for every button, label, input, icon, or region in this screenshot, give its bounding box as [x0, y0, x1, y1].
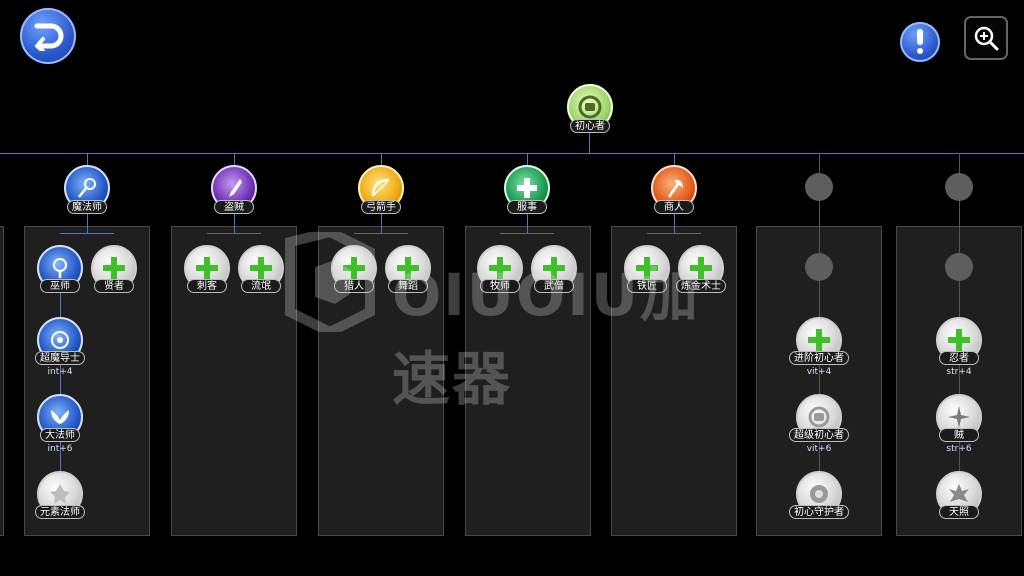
class-label: 超魔导士 [35, 351, 85, 365]
plus-icon [93, 247, 135, 289]
class-label: 魔法师 [67, 200, 107, 214]
class-stat: str+6 [946, 444, 972, 454]
branch-connector [674, 153, 675, 167]
chain-connector [60, 292, 61, 492]
class-label: 初心守护者 [789, 505, 849, 519]
watermark: OIUOIU加速器 [280, 232, 750, 413]
class-label: 进阶初心者 [789, 351, 849, 365]
plus-icon [333, 247, 375, 289]
locked-node [805, 173, 833, 201]
dagger-icon [213, 167, 255, 209]
class-label: 大法师 [40, 428, 80, 442]
sub-connector [527, 212, 528, 234]
branch-connector [381, 153, 382, 167]
bow-icon [360, 167, 402, 209]
class-label: 盗贼 [214, 200, 254, 214]
sub-connector [60, 233, 114, 234]
class-label: 铁匠 [627, 279, 667, 293]
class-label: 武僧 [534, 279, 574, 293]
emblem-icon [798, 396, 840, 438]
class-label: 牧师 [480, 279, 520, 293]
sub-connector [207, 233, 261, 234]
plus-icon [387, 247, 429, 289]
branch-connector [234, 153, 235, 167]
plus-icon [798, 319, 840, 361]
locked-node [945, 173, 973, 201]
locked-node [945, 253, 973, 281]
sub-connector [647, 233, 701, 234]
wings-icon [39, 396, 81, 438]
class-label: 贼 [939, 428, 979, 442]
sub-connector [500, 233, 554, 234]
emblem-icon [39, 319, 81, 361]
root-class-label: 初心者 [570, 119, 610, 133]
class-stat: vit+4 [806, 367, 832, 377]
back-arrow-icon [20, 8, 76, 64]
root-connector [589, 130, 590, 154]
class-label: 商人 [654, 200, 694, 214]
class-label: 忍者 [939, 351, 979, 365]
class-label: 天照 [939, 505, 979, 519]
plus-icon [626, 247, 668, 289]
emblem-icon [39, 473, 81, 515]
branch-connector [527, 153, 528, 167]
class-label: 刺客 [187, 279, 227, 293]
plus-icon [938, 319, 980, 361]
class-stat: int+4 [47, 367, 73, 377]
sub-connector [234, 212, 235, 234]
emblem-icon [938, 473, 980, 515]
class-stat: int+6 [47, 444, 73, 454]
axe-icon [653, 167, 695, 209]
watermark-text: OIUOIU加速器 [392, 261, 700, 413]
class-stat: vit+6 [806, 444, 832, 454]
class-label: 巫师 [40, 279, 80, 293]
exclamation-icon [900, 22, 940, 62]
zoom-in-icon [966, 18, 1006, 58]
plus-icon [186, 247, 228, 289]
class-label: 超级初心者 [789, 428, 849, 442]
zoom-in-button[interactable] [964, 16, 1008, 60]
back-button[interactable] [20, 8, 76, 64]
info-button[interactable] [900, 22, 940, 62]
sub-connector [674, 212, 675, 234]
class-label: 舞蹈 [388, 279, 428, 293]
shuriken-icon [938, 396, 980, 438]
sub-connector [87, 212, 88, 234]
panel-edge [0, 226, 4, 536]
class-label: 炼金术士 [676, 279, 726, 293]
watermark-logo-icon [285, 232, 375, 332]
class-label: 猎人 [334, 279, 374, 293]
branch-connector [87, 153, 88, 167]
plus-icon [680, 247, 722, 289]
locked-node [805, 253, 833, 281]
plus-icon [240, 247, 282, 289]
plus-icon [479, 247, 521, 289]
cross-icon [506, 167, 548, 209]
class-label: 贤者 [94, 279, 134, 293]
staff-icon [66, 167, 108, 209]
class-stat: str+4 [946, 367, 972, 377]
emblem-icon [798, 473, 840, 515]
sub-connector [354, 233, 408, 234]
class-label: 流氓 [241, 279, 281, 293]
plus-icon [533, 247, 575, 289]
sub-connector [381, 212, 382, 234]
class-label: 服事 [507, 200, 547, 214]
tree-connector [0, 153, 1024, 154]
class-label: 弓箭手 [361, 200, 401, 214]
class-label: 元素法师 [35, 505, 85, 519]
staff-icon [39, 247, 81, 289]
novice-emblem-icon [569, 86, 611, 128]
